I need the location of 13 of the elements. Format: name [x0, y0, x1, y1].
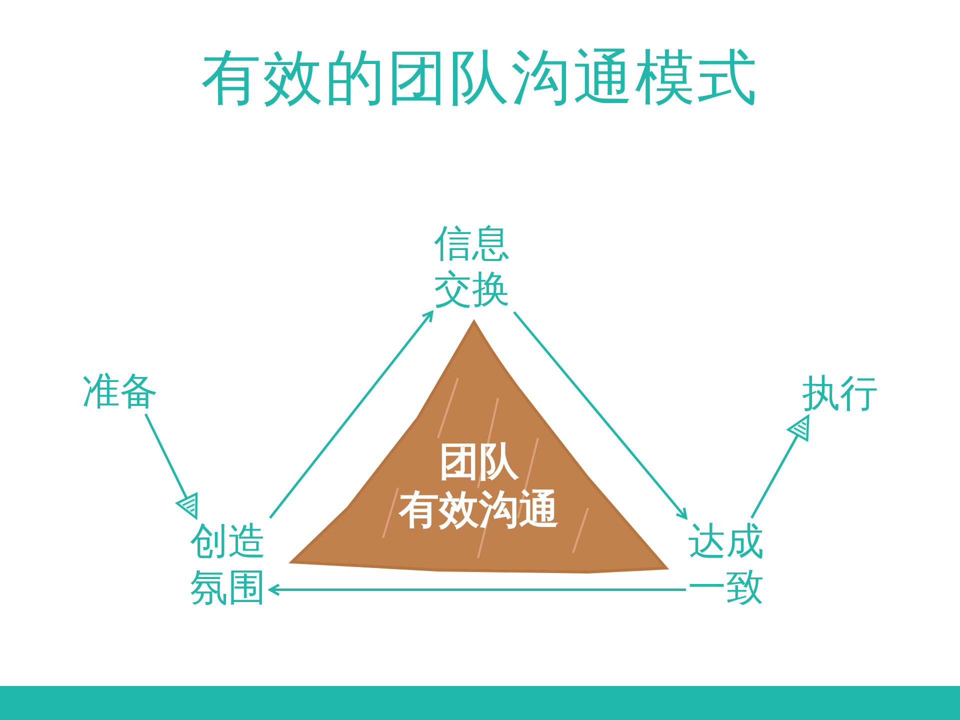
arrow: [144, 413, 198, 520]
step-label: 执行: [800, 370, 880, 416]
arrow: [513, 311, 688, 520]
arrow: [750, 414, 810, 519]
step-label: 创造氛围: [188, 518, 268, 610]
arrow: [268, 584, 686, 596]
triangle-label: 有效沟通: [399, 486, 559, 534]
step-label: 达成一致: [686, 518, 766, 610]
triangle-label: 团队: [439, 438, 519, 486]
title: 有效的团队沟通模式: [201, 42, 759, 114]
step-label: 准备: [80, 368, 160, 414]
arrow: [269, 310, 434, 519]
step-label: 信息交换: [432, 220, 512, 312]
